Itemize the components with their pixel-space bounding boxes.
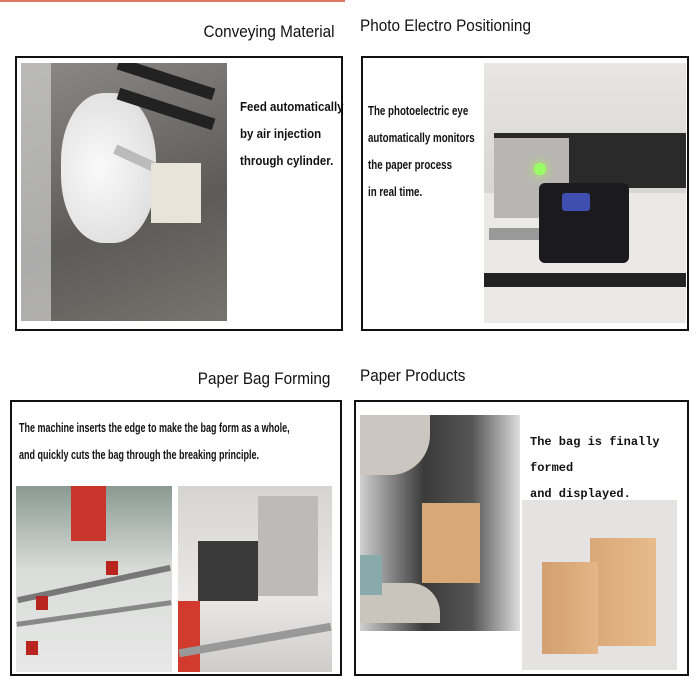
desc-line: and quickly cuts the bag through the bre… <box>19 448 260 462</box>
conveying-machine-photo <box>21 63 227 321</box>
section-description-bag-forming: The machine inserts the edge to make the… <box>19 415 290 469</box>
section-description-conveying: Feed automatically by air injection thro… <box>240 94 344 175</box>
section-box-photo-electro: The photoelectric eye automatically moni… <box>361 56 689 331</box>
bag-forming-photo-1 <box>16 486 172 672</box>
desc-line: automatically monitors <box>368 131 475 145</box>
top-accent-line <box>0 0 345 2</box>
paper-bag-output-photo <box>360 415 520 631</box>
desc-line: The machine inserts the edge to make the… <box>19 421 290 435</box>
desc-line: Feed automatically <box>240 100 344 114</box>
section-box-conveying: Feed automatically by air injection thro… <box>15 56 344 331</box>
kraft-paper-bags-photo <box>522 500 677 670</box>
photoelectric-sensor-photo <box>484 63 686 323</box>
section-description-paper-products: The bag is finally formed and displayed. <box>530 429 687 507</box>
desc-line: by air injection <box>240 127 322 141</box>
desc-line: the paper process <box>368 158 452 172</box>
section-description-photo-electro: The photoelectric eye automatically moni… <box>368 98 475 206</box>
section-title-photo-electro: Photo Electro Positioning <box>360 16 531 35</box>
bag-forming-photo-2 <box>178 486 332 672</box>
section-box-bag-forming: The machine inserts the edge to make the… <box>10 400 342 676</box>
section-box-paper-products: The bag is finally formed and displayed. <box>354 400 689 676</box>
section-title-conveying: Conveying Material <box>204 22 335 41</box>
desc-line: and displayed. <box>530 487 631 501</box>
desc-line: The photoelectric eye <box>368 104 469 118</box>
desc-line: The bag is finally formed <box>530 435 660 475</box>
desc-line: in real time. <box>368 185 423 199</box>
desc-line: through cylinder. <box>240 154 334 168</box>
section-title-bag-forming: Paper Bag Forming <box>197 369 330 388</box>
section-title-paper-products: Paper Products <box>360 366 466 385</box>
